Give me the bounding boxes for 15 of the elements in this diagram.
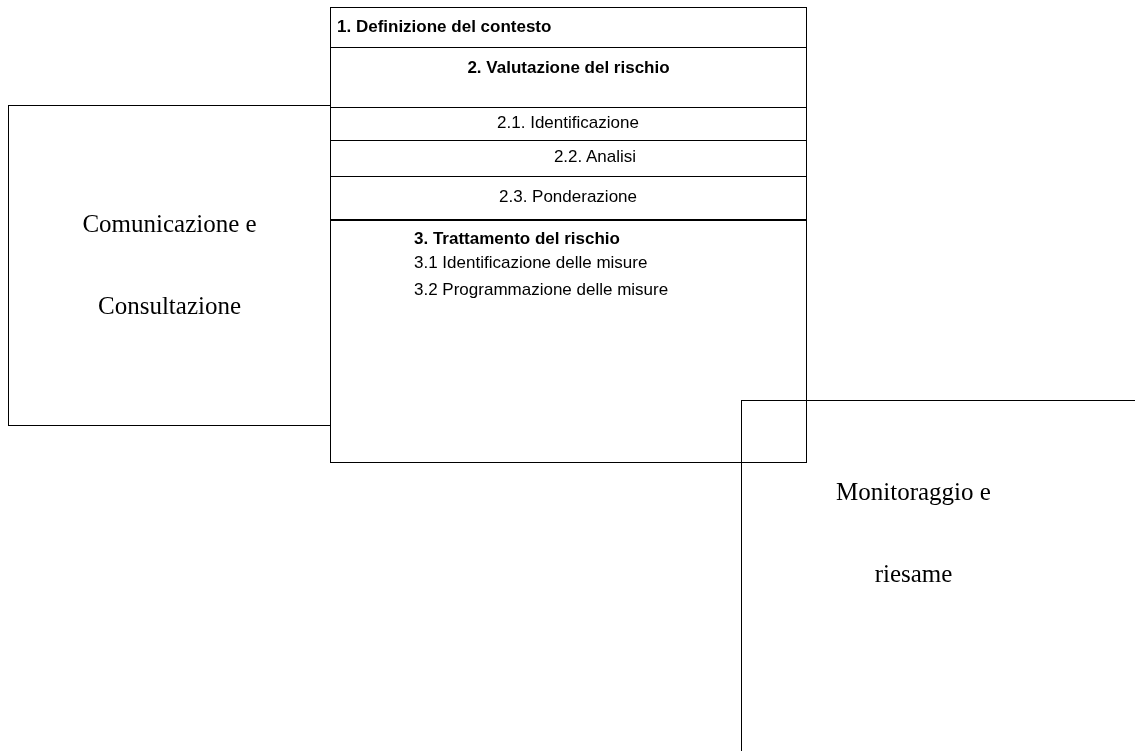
activity-label: Comunicazione e Consultazione [81, 209, 258, 321]
activity-label: Monitoraggio e riesame [835, 477, 992, 589]
step-label: 2.3. Ponderazione [498, 187, 638, 207]
step-label: 3.2 Programmazione delle misure [414, 279, 670, 301]
step-label: 3.1 Identificazione delle misure [414, 252, 649, 274]
step-label: 2.2. Analisi [552, 147, 638, 167]
step-label: 2.1. Identificazione [496, 113, 640, 133]
activity-box [8, 105, 331, 426]
activity-box [741, 400, 1135, 751]
step-heading: 1. Definizione del contesto [337, 17, 553, 37]
step-heading: 3. Trattamento del rischio [414, 229, 621, 249]
step-box [330, 47, 807, 221]
step-box [330, 7, 807, 48]
step-box [330, 220, 807, 463]
step-heading: 2. Valutazione del rischio [466, 58, 671, 78]
